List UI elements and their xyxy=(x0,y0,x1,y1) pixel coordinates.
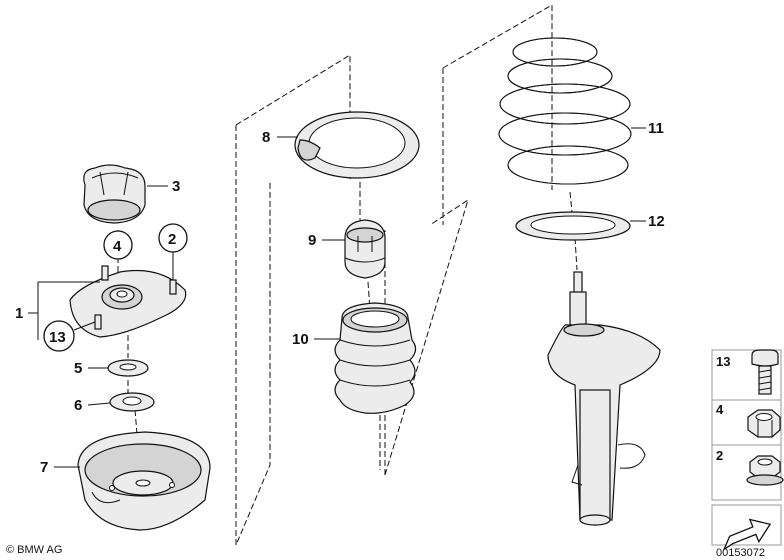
svg-text:13: 13 xyxy=(49,329,66,346)
callout-12: 12 xyxy=(630,213,665,230)
callout-6: 6 xyxy=(74,397,111,414)
svg-text:12: 12 xyxy=(648,213,665,230)
strut-mount[interactable] xyxy=(69,265,187,338)
copyright-text: © BMW AG xyxy=(6,544,62,556)
callout-1: 1 xyxy=(15,281,100,340)
svg-text:10: 10 xyxy=(292,331,309,348)
bump-stop[interactable] xyxy=(344,219,386,279)
svg-text:7: 7 xyxy=(40,459,48,476)
spring-pad-upper[interactable] xyxy=(294,111,420,179)
callout-9: 9 xyxy=(308,232,345,249)
callout-2: 2 xyxy=(158,223,188,280)
legend-label-4: 4 xyxy=(716,402,724,417)
strut-top-cap[interactable] xyxy=(83,164,146,224)
callout-5: 5 xyxy=(74,360,108,377)
callout-7: 7 xyxy=(40,459,80,476)
upper-spring-seat[interactable] xyxy=(77,431,211,531)
thrust-washer[interactable] xyxy=(107,359,149,377)
legend-label-2: 2 xyxy=(716,448,723,463)
spring-pad-lower[interactable] xyxy=(515,211,631,241)
protective-boot[interactable] xyxy=(334,302,417,414)
svg-text:4: 4 xyxy=(113,238,122,255)
callout-13: 13 xyxy=(43,320,96,352)
shock-absorber[interactable] xyxy=(547,271,661,526)
svg-text:6: 6 xyxy=(74,397,82,414)
collar-nut-icon xyxy=(746,455,784,486)
svg-text:9: 9 xyxy=(308,232,316,249)
callout-4: 4 xyxy=(103,230,133,260)
svg-text:2: 2 xyxy=(168,231,176,248)
hardware-legend: 13 4 2 xyxy=(711,349,784,552)
callout-11: 11 xyxy=(631,120,664,137)
svg-text:3: 3 xyxy=(172,178,180,195)
spacer-ring[interactable] xyxy=(109,392,155,412)
legend-label-13: 13 xyxy=(716,354,730,369)
svg-text:1: 1 xyxy=(15,305,23,322)
svg-text:8: 8 xyxy=(262,129,270,146)
callout-10: 10 xyxy=(292,331,340,348)
svg-text:5: 5 xyxy=(74,360,82,377)
coil-spring[interactable] xyxy=(498,37,632,185)
exploded-view-frames xyxy=(235,4,553,546)
callout-8: 8 xyxy=(262,129,298,146)
front-direction-arrow-icon xyxy=(711,504,782,552)
nut-icon xyxy=(747,409,781,438)
diagram-number: 00153072 xyxy=(716,547,765,559)
bolt-icon xyxy=(751,349,779,395)
svg-text:11: 11 xyxy=(648,120,664,137)
callout-3: 3 xyxy=(147,178,180,195)
